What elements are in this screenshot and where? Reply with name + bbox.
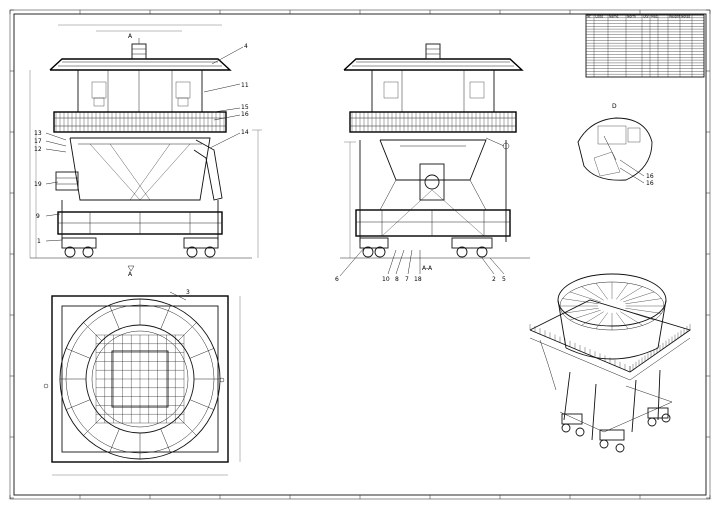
callout-16: 16 — [241, 111, 249, 118]
callout-5: 5 — [502, 276, 506, 283]
callout-2: 2 — [492, 276, 496, 283]
bom-header-cell: Weight — [669, 15, 681, 19]
bom-header-cell: Mat. — [651, 15, 658, 19]
callout-17: 17 — [34, 138, 42, 145]
callout-14: 14 — [241, 129, 249, 136]
front-elevation-view — [29, 24, 262, 272]
callout-18: 18 — [414, 276, 422, 283]
callout-4: 4 — [244, 43, 248, 50]
detail-d-view — [577, 117, 653, 184]
isometric-view — [529, 273, 692, 453]
callout-3: 3 — [186, 289, 190, 296]
callout-12: 12 — [34, 146, 42, 153]
callout-detail-16a: 16 — [646, 173, 654, 180]
callout-19: 19 — [34, 181, 42, 188]
callout-1: 1 — [37, 238, 41, 245]
callout-11: 11 — [241, 82, 249, 89]
section-mark-d: D — [612, 103, 617, 110]
section-mark-a-bottom: A — [128, 271, 133, 278]
bom-header-cell: Norm — [627, 15, 636, 19]
sheet-border — [9, 9, 711, 500]
callout-15: 15 — [241, 104, 249, 111]
callout-7: 7 — [405, 276, 409, 283]
side-elevation-view — [339, 43, 530, 277]
callout-8: 8 — [395, 276, 399, 283]
callout-10: 10 — [382, 276, 390, 283]
bom-header-cell: Qty — [643, 15, 649, 19]
section-mark-a-top: A — [128, 33, 133, 40]
section-mark-aa: A-A — [422, 265, 433, 272]
bom-header-cell: Notes — [681, 15, 691, 19]
bom-header-cell: Code — [595, 15, 603, 19]
bom-header-cell: Name — [609, 15, 618, 19]
callout-detail-16b: 16 — [646, 180, 654, 187]
callout-9: 9 — [36, 213, 40, 220]
plan-view — [43, 291, 241, 476]
callout-13: 13 — [34, 130, 42, 137]
bom-header-cell: Nr. — [587, 15, 591, 19]
callout-labels: 4 11 15 16 14 13 17 12 19 9 1 6 10 8 7 1… — [34, 33, 654, 296]
callout-6: 6 — [335, 276, 339, 283]
